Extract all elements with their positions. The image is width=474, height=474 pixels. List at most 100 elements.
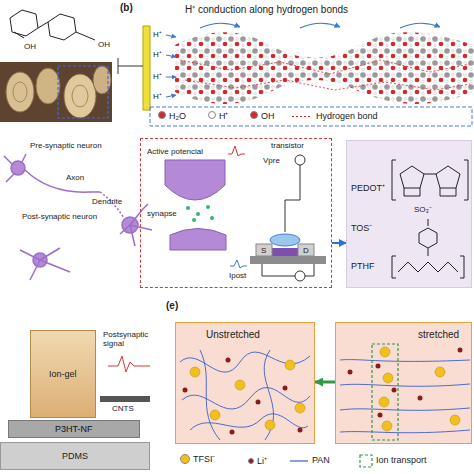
label-text: H⁺ xyxy=(153,72,162,81)
stretch-panels xyxy=(418,396,423,401)
synapse-transistor xyxy=(210,216,214,220)
neurons xyxy=(25,170,100,192)
polymer-structure xyxy=(428,248,429,256)
stretch-panels xyxy=(340,430,470,433)
sugar-structure xyxy=(76,32,95,40)
stretch-panels xyxy=(372,344,398,440)
material-name: PEDOT⁺ xyxy=(351,183,385,193)
stretchable-device xyxy=(108,356,150,372)
polymer-structure xyxy=(398,262,458,272)
connector-arrow xyxy=(332,242,346,244)
polymer-structure xyxy=(392,256,464,278)
label-text: Axon xyxy=(66,173,84,182)
legend-swatch xyxy=(158,111,166,119)
inset-text: Active potencial xyxy=(147,147,203,156)
neurons xyxy=(4,154,26,182)
legend-text: OH xyxy=(261,111,275,121)
stretch-panels xyxy=(378,413,383,418)
polymer-structure xyxy=(424,174,436,175)
wood-photo xyxy=(13,82,27,102)
label-text: (b) xyxy=(120,2,133,14)
layer-box: PDMS xyxy=(0,442,150,470)
stretch-panels xyxy=(392,388,397,393)
synapse-transistor xyxy=(270,234,300,246)
stretch-panels xyxy=(283,386,288,391)
proton-conduction xyxy=(143,26,150,110)
stretch-panels xyxy=(183,348,463,435)
state-panel: Unstretched xyxy=(175,322,315,444)
stretch-panels xyxy=(380,347,390,357)
label-text: Dendrite xyxy=(92,197,122,206)
legend-swatch xyxy=(250,111,258,119)
proton-conduction xyxy=(118,66,143,67)
polymer-structure xyxy=(404,188,456,196)
label-text: Pre-synaptic neuron xyxy=(30,141,102,150)
synapse-transistor xyxy=(256,244,272,256)
proton-conduction xyxy=(180,60,470,74)
wood-photo xyxy=(72,85,88,107)
label-text: H⁺ xyxy=(153,50,162,59)
label-text: OH xyxy=(24,42,36,51)
synapse-transistor xyxy=(196,212,200,216)
stretch-panels xyxy=(290,460,308,461)
stretch-panels xyxy=(190,367,200,377)
layer-box: P3HT-NF xyxy=(8,420,140,438)
wood-photo xyxy=(0,62,112,122)
stretch-panels xyxy=(435,367,445,377)
stretch-panels xyxy=(285,360,295,370)
legend-swatch xyxy=(180,454,190,464)
proton-conduction xyxy=(166,35,176,37)
legend-text: PAN xyxy=(312,455,330,465)
inset-text: synapse xyxy=(147,209,177,218)
synapse-transistor xyxy=(165,146,326,281)
stretch-panels xyxy=(256,400,261,405)
legend-text: H₂O xyxy=(169,111,186,121)
stretch-panels xyxy=(235,380,245,390)
proton-conduction xyxy=(175,32,474,104)
proton-conduction xyxy=(166,77,176,78)
connector-arrow xyxy=(315,381,335,384)
layer-box: Ion-gel xyxy=(30,330,96,418)
label-text: H⁺ conduction along hydrogen bonds xyxy=(185,4,348,16)
polymer-structure xyxy=(419,228,437,248)
layer-name: PDMS xyxy=(62,451,88,461)
polymer-structure xyxy=(392,160,468,200)
inset-text: Vpre xyxy=(263,156,280,165)
label-text: Post-synaptic neuron xyxy=(22,212,97,221)
synapse-transistor xyxy=(230,260,247,268)
proton-conduction xyxy=(292,116,312,117)
sugar-structure xyxy=(10,10,95,40)
material-name: PTHF xyxy=(351,261,375,271)
legend-text: H⁺ xyxy=(219,111,229,121)
synapse-transistor xyxy=(295,155,305,165)
stretch-panels xyxy=(450,415,460,425)
stretch-panels xyxy=(180,350,470,440)
wood-photo xyxy=(64,74,96,118)
stretchable-device xyxy=(100,396,150,402)
label-text: OH xyxy=(98,40,110,49)
stretch-panels xyxy=(175,322,315,444)
stretch-panels xyxy=(298,428,303,433)
polymer-structure xyxy=(436,166,460,188)
legend-text: Ion transport xyxy=(376,455,427,465)
layer-name: P3HT-NF xyxy=(55,424,93,434)
legend-text: Li⁺ xyxy=(257,456,267,466)
stretch-panels xyxy=(182,388,310,409)
stretchable-device xyxy=(0,442,150,470)
synapse-transistor xyxy=(192,218,196,222)
synapse-transistor xyxy=(186,206,190,210)
synapse-transistor xyxy=(170,229,226,251)
stretch-panels xyxy=(376,364,381,369)
wood-photo xyxy=(93,66,111,94)
stretch-panels xyxy=(175,322,472,467)
state-panel: stretched xyxy=(335,322,472,444)
proton-conduction xyxy=(400,23,440,28)
synapse-transistor xyxy=(206,205,210,209)
stretchable-device xyxy=(30,330,96,418)
stretch-panels xyxy=(210,410,220,420)
stretch-panels xyxy=(226,358,231,363)
neurons xyxy=(20,248,70,280)
stretch-panels xyxy=(183,388,188,393)
